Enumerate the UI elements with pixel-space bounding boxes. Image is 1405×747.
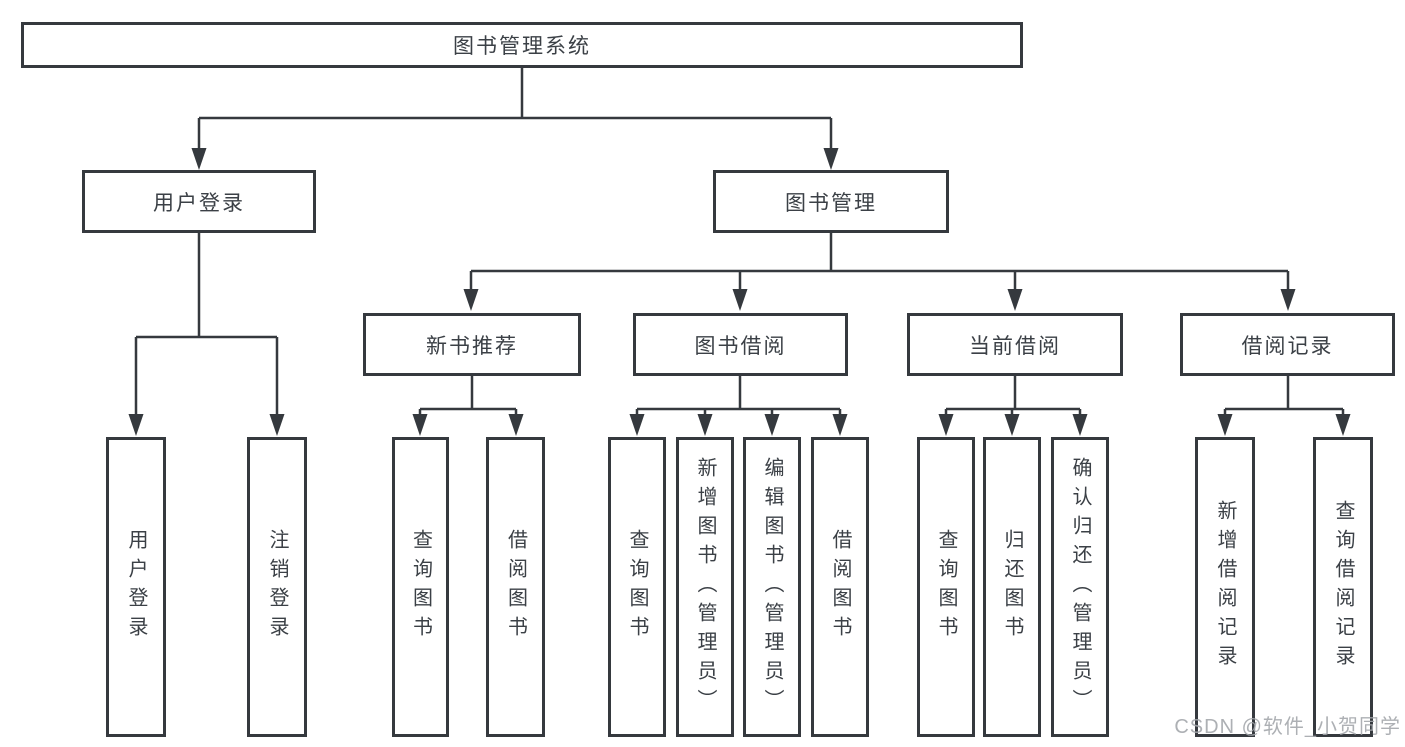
node-label: 新增借阅记录 — [1214, 500, 1236, 674]
connector-new-book-to-leaves — [412, 376, 524, 436]
node-label: 查询图书 — [935, 529, 957, 645]
leaf-query-borrow-record: 查询借阅记录 — [1313, 437, 1373, 737]
node-new-book-recommend: 新书推荐 — [363, 313, 581, 376]
node-label: 注销登录 — [266, 529, 288, 645]
node-label: 借阅图书 — [829, 529, 851, 645]
node-label: 编辑图书（管理员） — [761, 456, 783, 718]
node-label: 归还图书 — [1001, 529, 1023, 645]
node-user-login: 用户登录 — [82, 170, 316, 233]
node-label: 确认归还（管理员） — [1069, 456, 1091, 718]
leaf-return-book: 归还图书 — [983, 437, 1041, 737]
connector-book-borrow-to-leaves — [629, 376, 848, 436]
leaf-add-book-admin: 新增图书（管理员） — [676, 437, 734, 737]
node-label: 借阅图书 — [504, 529, 527, 645]
leaf-add-borrow-record: 新增借阅记录 — [1195, 437, 1255, 737]
connector-root-to-level2 — [191, 68, 839, 170]
leaf-query-book-1: 查询图书 — [392, 437, 449, 737]
node-label: 用户登录 — [125, 529, 147, 645]
leaf-user-login: 用户登录 — [106, 437, 166, 737]
leaf-logout: 注销登录 — [247, 437, 307, 737]
node-label: 图书管理系统 — [453, 35, 591, 58]
node-label: 查询借阅记录 — [1332, 500, 1354, 674]
node-root: 图书管理系统 — [21, 22, 1023, 68]
leaf-borrow-book-1: 借阅图书 — [486, 437, 545, 737]
node-label: 新书推荐 — [426, 334, 518, 358]
node-label: 查询图书 — [409, 529, 432, 645]
connector-book-mgmt-to-level3 — [463, 233, 1296, 311]
node-borrow-records: 借阅记录 — [1180, 313, 1395, 376]
node-label: 图书管理 — [785, 191, 877, 215]
leaf-borrow-book-2: 借阅图书 — [811, 437, 869, 737]
node-label: 查询图书 — [626, 529, 648, 645]
connector-borrow-record-to-leaves — [1217, 376, 1351, 436]
leaf-edit-book-admin: 编辑图书（管理员） — [743, 437, 801, 737]
node-label: 用户登录 — [153, 191, 245, 215]
node-current-borrow: 当前借阅 — [907, 313, 1123, 376]
node-label: 借阅记录 — [1241, 334, 1334, 358]
node-label: 新增图书（管理员） — [694, 456, 716, 718]
leaf-query-book-2: 查询图书 — [608, 437, 666, 737]
node-label: 图书借阅 — [694, 334, 787, 358]
leaf-query-book-3: 查询图书 — [917, 437, 975, 737]
connector-current-borrow-to-leaves — [938, 376, 1088, 436]
node-book-management: 图书管理 — [713, 170, 949, 233]
node-book-borrow: 图书借阅 — [633, 313, 848, 376]
connector-user-login-to-leaves — [128, 233, 285, 436]
leaf-confirm-return-admin: 确认归还（管理员） — [1051, 437, 1109, 737]
node-label: 当前借阅 — [969, 334, 1061, 358]
